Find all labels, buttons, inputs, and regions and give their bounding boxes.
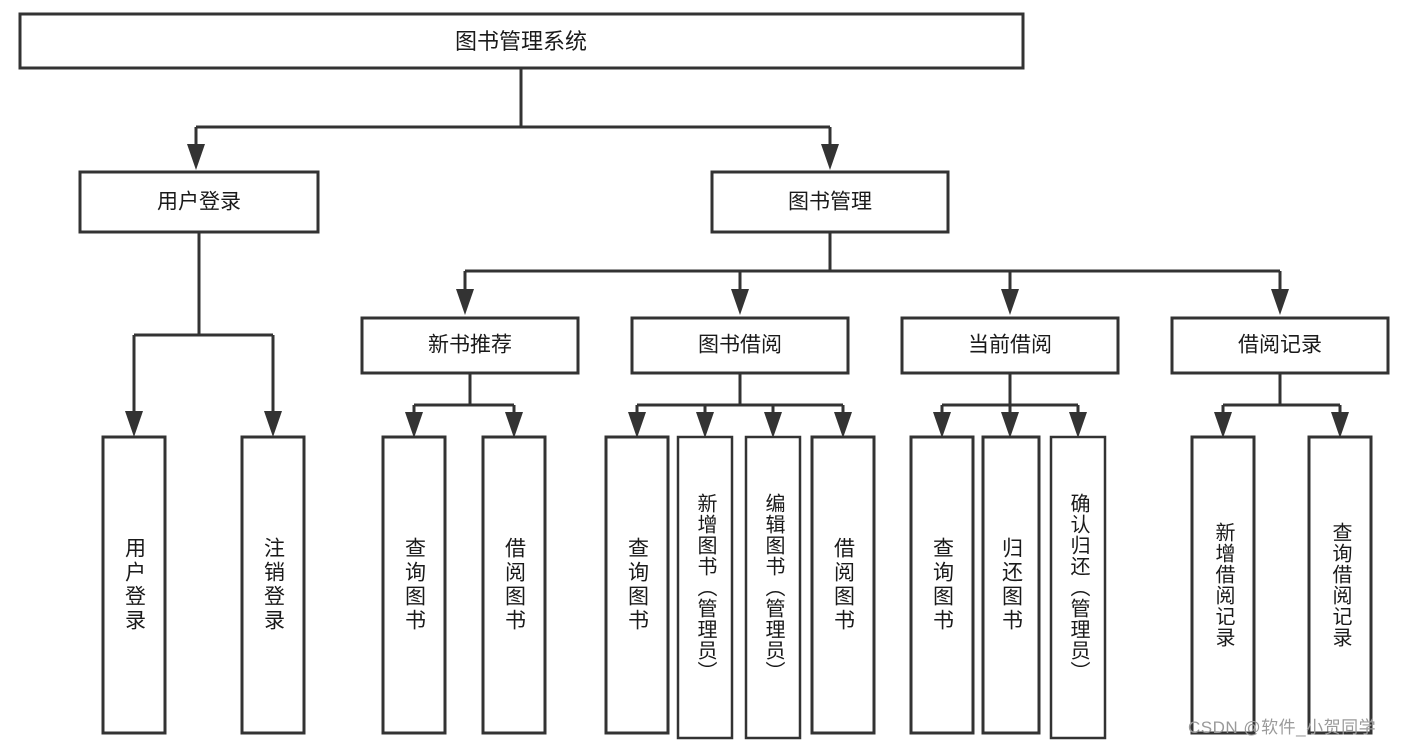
node-new-book-recommend[interactable]: 新书推荐 [360,316,580,375]
connector-user-login-leaves [125,232,282,437]
connector-book-borrow-leaves [628,373,852,438]
leaf-box-query-book-borrow[interactable] [604,435,670,735]
node-root-label: 图书管理系统 [455,29,587,54]
node-book-management[interactable]: 图书管理 [710,170,950,234]
leaf-box-add-borrow-record[interactable] [1190,435,1256,735]
leaf-box-edit-book-admin[interactable] [744,435,802,740]
leaf-box-return-book[interactable] [981,435,1041,735]
leaf-box-user-login[interactable] [101,435,167,735]
node-current-borrow[interactable]: 当前借阅 [900,316,1120,375]
leaf-box-borrow-book[interactable] [810,435,876,735]
node-book-borrow-label: 图书借阅 [698,334,782,357]
node-current-borrow-label: 当前借阅 [968,334,1052,357]
node-new-book-recommend-box[interactable] [360,316,580,375]
connector-current-borrow-leaves [933,373,1087,438]
leaf-box-query-borrow-record[interactable] [1307,435,1373,735]
node-new-book-recommend-label: 新书推荐 [428,334,512,357]
leaf-box-user-logout[interactable] [240,435,306,735]
node-current-borrow-box[interactable] [900,316,1120,375]
node-borrow-record[interactable]: 借阅记录 [1170,316,1390,375]
node-user-login-box[interactable] [78,170,320,234]
leaf-box-query-book-current[interactable] [909,435,975,735]
node-user-login-label: 用户登录 [157,191,241,214]
leaf-box-borrow-book-rec[interactable] [481,435,547,735]
connector-borrow-record-leaves [1214,373,1349,438]
node-book-borrow[interactable]: 图书借阅 [630,316,850,375]
node-user-login[interactable]: 用户登录 [78,170,320,234]
connector-book-management-level3 [456,232,1289,315]
node-root-box[interactable] [18,12,1025,70]
connector-new-book-recommend-leaves [405,373,523,438]
leaf-box-add-book-admin[interactable] [676,435,734,740]
connector-root-split [187,68,839,170]
csdn-watermark: CSDN @软件_小贺同学 [1188,718,1377,737]
node-root[interactable]: 图书管理系统 [18,12,1025,70]
leaf-box-query-book-rec[interactable] [381,435,447,735]
node-book-management-label: 图书管理 [788,191,872,214]
leaf-box-confirm-return-admin[interactable] [1049,435,1107,740]
node-borrow-record-label: 借阅记录 [1238,334,1322,357]
